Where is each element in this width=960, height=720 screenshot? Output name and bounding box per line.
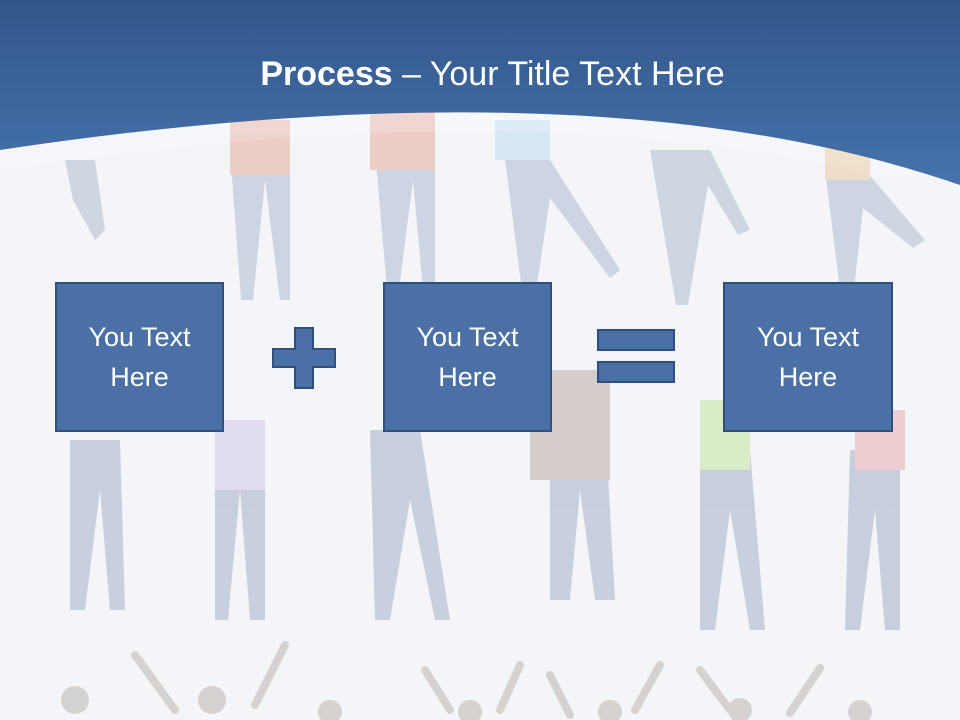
title-bold: Process [260,55,393,93]
slide-title: Process – Your Title Text Here [0,48,960,100]
title-text: – Your Title Text Here [392,55,725,93]
text-box-3: You Text Here [723,282,893,432]
text-box-3-line2: Here [778,362,838,392]
text-box-2: You Text Here [383,282,552,432]
plus-icon [272,327,336,389]
text-box-1-line1: You Text [88,322,191,352]
text-box-1-line2: Here [110,362,169,392]
header-band [0,0,960,185]
text-box-2-line1: You Text [416,322,519,352]
text-box-1: You Text Here [55,282,224,432]
text-box-3-line1: You Text [756,322,860,352]
equals-icon [597,329,675,383]
text-box-2-line2: Here [438,362,497,392]
